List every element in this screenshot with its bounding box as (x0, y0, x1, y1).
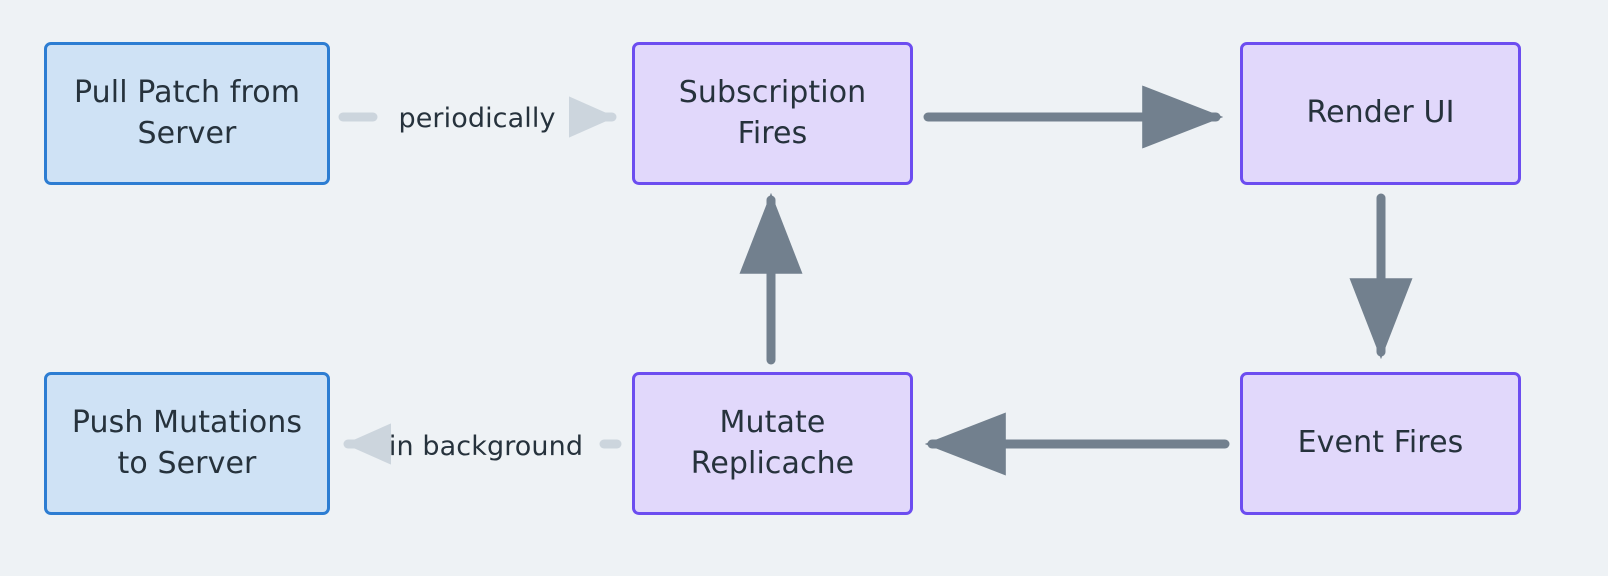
node-label: Mutate Replicache (690, 405, 855, 481)
node-subscription-fires[interactable]: Subscription Fires (632, 42, 913, 185)
node-render-ui[interactable]: Render UI (1240, 42, 1521, 185)
node-label: Render UI (1306, 95, 1455, 131)
edge-label-text: in background (388, 430, 584, 462)
node-mutate-replicache[interactable]: Mutate Replicache (632, 372, 913, 515)
node-pull-patch-from-server[interactable]: Pull Patch from Server (44, 42, 330, 185)
edge-label-in-background: in background (378, 424, 594, 468)
node-event-fires[interactable]: Event Fires (1240, 372, 1521, 515)
node-label: Event Fires (1297, 425, 1464, 461)
edge-label-periodically: periodically (388, 96, 566, 140)
node-push-mutations-to-server[interactable]: Push Mutations to Server (44, 372, 330, 515)
node-label: Pull Patch from Server (73, 75, 301, 151)
edge-label-text: periodically (398, 102, 556, 134)
node-label: Push Mutations to Server (71, 405, 303, 481)
node-label: Subscription Fires (678, 75, 867, 151)
